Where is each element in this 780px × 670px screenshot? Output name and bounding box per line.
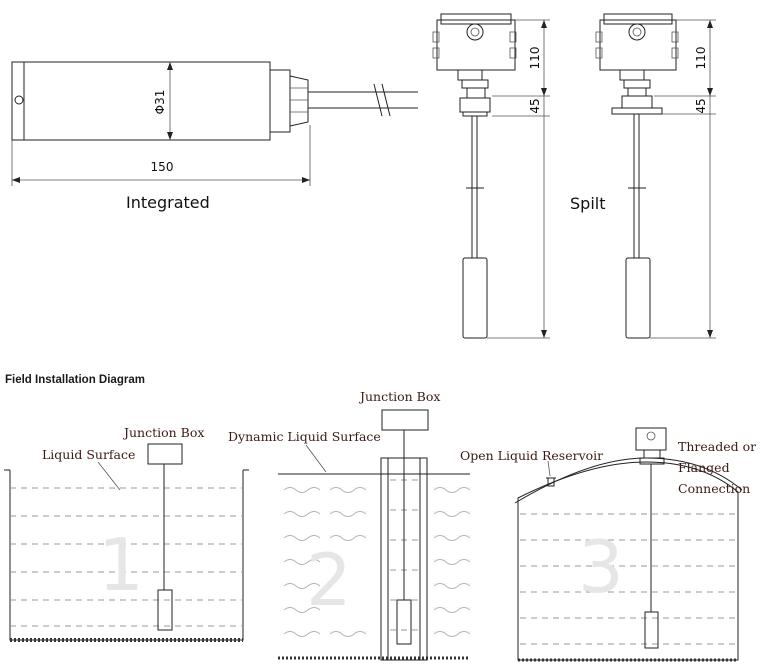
panel-3-connection-line2: Flanged [678,460,730,475]
panel-3-reservoir: 3 Open Liquid Reservoir Threaded or Flan… [460,427,756,662]
panel-1-surface-label: Liquid Surface [42,447,135,462]
neck-height-dimension-2: 45 [694,98,708,113]
split-sensor-right: 110 45 [595,13,716,339]
panel-2-box-label: Junction Box [358,389,440,404]
diameter-dimension: Φ31 [153,90,167,115]
integrated-sensor: Φ31 150 [11,61,418,186]
panel-3-number: 3 [578,525,624,609]
section-title: Field Installation Diagram [5,374,145,386]
cable-gland [269,69,291,133]
panel-1-number: 1 [98,523,144,607]
neck-height-dimension: 45 [528,98,542,113]
panel-2-surface-label: Dynamic Liquid Surface [228,429,381,444]
panel-1-open-tank: 1 Liquid Surface Junction Box [4,425,249,642]
box-height-dimension-2: 110 [694,47,708,70]
split-label: Spilt [570,194,605,213]
length-dimension: 150 [151,160,174,174]
sensor-body [11,61,271,141]
panel-1-box-label: Junction Box [122,425,204,440]
panel-2-well: 2 Dynamic Liquid Surface Junction Box [228,389,471,661]
panel-2-number: 2 [306,538,352,622]
split-sensor-left: 110 45 [432,13,550,339]
integrated-label: Integrated [126,193,210,212]
box-height-dimension: 110 [528,47,542,70]
panel-3-reservoir-label: Open Liquid Reservoir [460,448,603,463]
panel-3-connection-line3: Connection [678,481,750,496]
panel-3-connection-line1: Threaded or [678,439,756,454]
